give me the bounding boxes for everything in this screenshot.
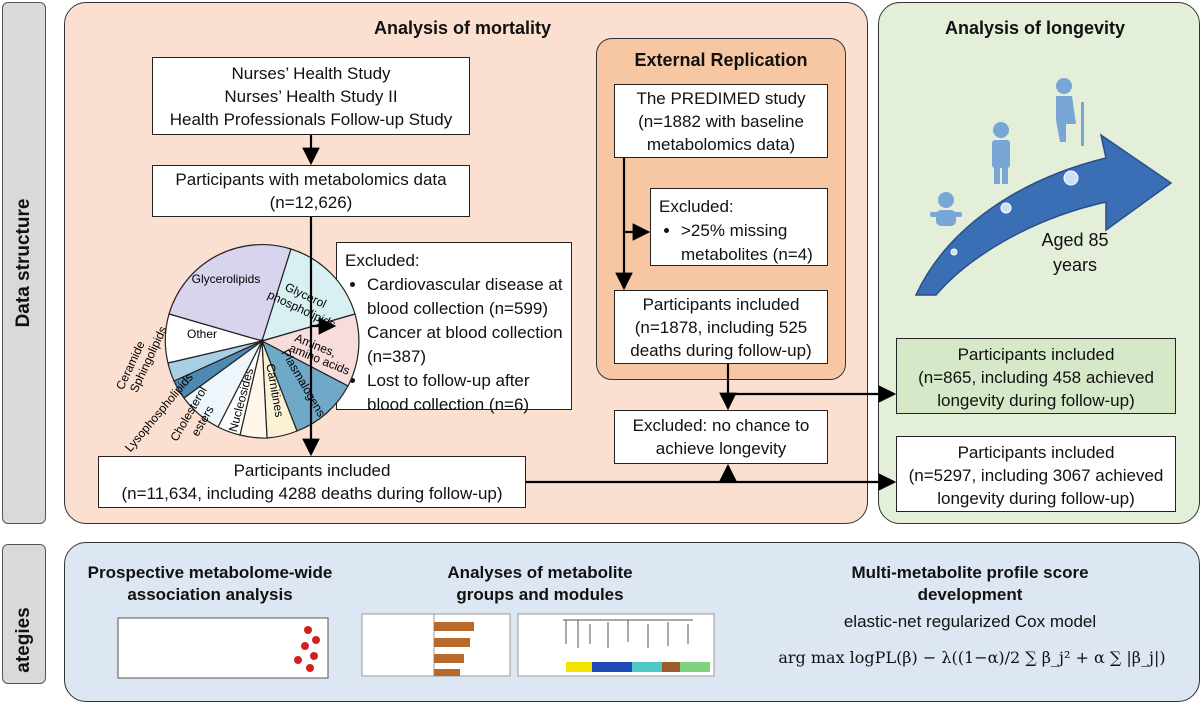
excluded-cancer: Cancer at blood collection (n=387) — [367, 321, 563, 369]
adult-icon — [992, 122, 1010, 184]
elastic-net-label: elastic-net regularized Cox model — [843, 612, 1097, 631]
no-chance-line1: Excluded: no chance to — [632, 416, 810, 435]
replication-title: External Replication — [634, 50, 808, 70]
longevity-included-1-label: Participants included — [957, 345, 1115, 364]
group-bar-2 — [434, 638, 470, 647]
replication-excluded-title: Excluded: — [659, 197, 734, 216]
strategy-score-line2: development — [917, 585, 1023, 604]
pie-glycerolipids — [168, 244, 292, 342]
module-dendrogram-thumbnail — [517, 613, 715, 677]
module-blue — [592, 662, 632, 672]
aged-85-line1: Aged 85 — [1041, 230, 1109, 250]
mortality-included-count: (n=11,634, including 4288 deaths during … — [121, 484, 503, 503]
cohorts-box: Nurses’ Health Study Nurses’ Health Stud… — [152, 57, 470, 135]
cohort-nhs2: Nurses’ Health Study II — [224, 86, 398, 106]
mortality-title: Analysis of mortality — [373, 18, 552, 38]
mortality-included-box: Participants included (n=11,634, includi… — [98, 456, 526, 508]
strategy-mwas-line2: association analysis — [127, 585, 293, 604]
excluded-cvd: Cardiovascular disease at blood collecti… — [367, 273, 563, 321]
age-dot-1 — [950, 248, 958, 256]
predimed-count: (n=1882 with baseline — [638, 111, 804, 131]
replication-excluded-box: Excluded: >25% missing metabolites (n=4) — [650, 188, 828, 266]
strategy-groups-line1: Analyses of metabolite — [447, 563, 633, 582]
strategy-mwas-line1: Prospective metabolome-wide — [87, 563, 333, 582]
mortality-included-label: Participants included — [233, 461, 391, 480]
group-bar-1 — [434, 622, 474, 631]
longevity-included-1-count: (n=865, including 458 achieved — [918, 368, 1154, 387]
excluded-lost: Lost to follow-up after blood collection… — [367, 369, 563, 417]
replication-included-box: Participants included (n=1878, including… — [614, 290, 828, 364]
no-chance-line2: achieve longevity — [655, 439, 787, 458]
cohort-nhs: Nurses’ Health Study — [231, 63, 391, 83]
replication-included-note: deaths during follow-up) — [630, 340, 812, 360]
strategies-sidebar: ategies — [2, 544, 46, 684]
module-turquoise — [632, 662, 662, 672]
longevity-included-2-count: (n=5297, including 3067 achieved — [908, 466, 1164, 485]
age-dot-3 — [1063, 170, 1079, 186]
longevity-included-2-label: Participants included — [957, 443, 1115, 462]
metabolomics-count: (n=12,626) — [269, 193, 353, 212]
longevity-arrow — [914, 78, 1173, 296]
predimed-note: metabolomics data) — [646, 134, 796, 154]
strategy-groups-line2: groups and modules — [456, 585, 624, 604]
pie-center — [260, 339, 264, 343]
growth-arrow-shape — [914, 133, 1173, 296]
metabolite-group-bars-thumbnail — [361, 613, 511, 677]
aged-85-line2: years — [1052, 255, 1097, 275]
replication-included-label: Participants included — [642, 294, 800, 314]
data-structure-sidebar: Data structure — [2, 2, 46, 524]
predimed-box: The PREDIMED study (n=1882 with baseline… — [614, 84, 828, 158]
longevity-included-box-1: Participants included (n=865, including … — [896, 338, 1176, 414]
flow-connectors — [302, 135, 897, 491]
pie-other — [164, 313, 265, 364]
no-chance-box: Excluded: no chance to achieve longevity — [614, 410, 828, 464]
elastic-net-formula: arg max logPL(β) − λ((1−α)/2 ∑ β_j² + α … — [778, 648, 1166, 667]
strategy-score-title: Multi-metabolite profile score developme… — [800, 562, 1140, 606]
metabolomics-label: Participants with metabolomics data — [175, 170, 447, 189]
longevity-included-2-note: longevity during follow-up) — [937, 489, 1135, 508]
aged-85-label: Aged 85 years — [1030, 228, 1120, 278]
age-dot-2 — [1000, 202, 1012, 214]
cohort-hpfs: Health Professionals Follow-up Study — [169, 109, 453, 129]
strategy-groups-title: Analyses of metabolite groups and module… — [410, 562, 670, 606]
longevity-included-1-note: longevity during follow-up) — [937, 391, 1135, 410]
module-green — [680, 662, 710, 672]
volcano-plot-thumbnail — [117, 617, 329, 679]
module-brown — [662, 662, 680, 672]
mortality-excluded-box: Excluded: Cardiovascular disease at bloo… — [336, 242, 572, 414]
pie-label-glycerolipids: Glycerolipids — [192, 272, 261, 286]
metabolomics-box: Participants with metabolomics data (n=1… — [152, 165, 470, 217]
longevity-title: Analysis of longevity — [944, 18, 1126, 38]
predimed-label: The PREDIMED study — [636, 88, 806, 108]
pie-plasmalogens — [260, 339, 349, 432]
baby-icon — [930, 192, 962, 226]
group-bar-3 — [434, 654, 464, 663]
strategy-score-line1: Multi-metabolite profile score — [851, 563, 1089, 582]
module-yellow — [566, 662, 592, 672]
elderly-icon — [1056, 78, 1084, 146]
longevity-included-box-2: Participants included (n=5297, including… — [896, 436, 1176, 512]
replication-included-count: (n=1878, including 525 — [634, 317, 808, 337]
strategy-mwas-title: Prospective metabolome-wide association … — [70, 562, 350, 606]
group-bar-4 — [434, 669, 460, 676]
mortality-excluded-title: Excluded: — [345, 251, 420, 270]
excluded-missing: >25% missing metabolites (n=4) — [681, 219, 819, 267]
metabolite-class-pie: Glycerolipids Glycerol phospholipids Ami… — [113, 244, 360, 455]
pie-label-other: Other — [187, 327, 217, 341]
